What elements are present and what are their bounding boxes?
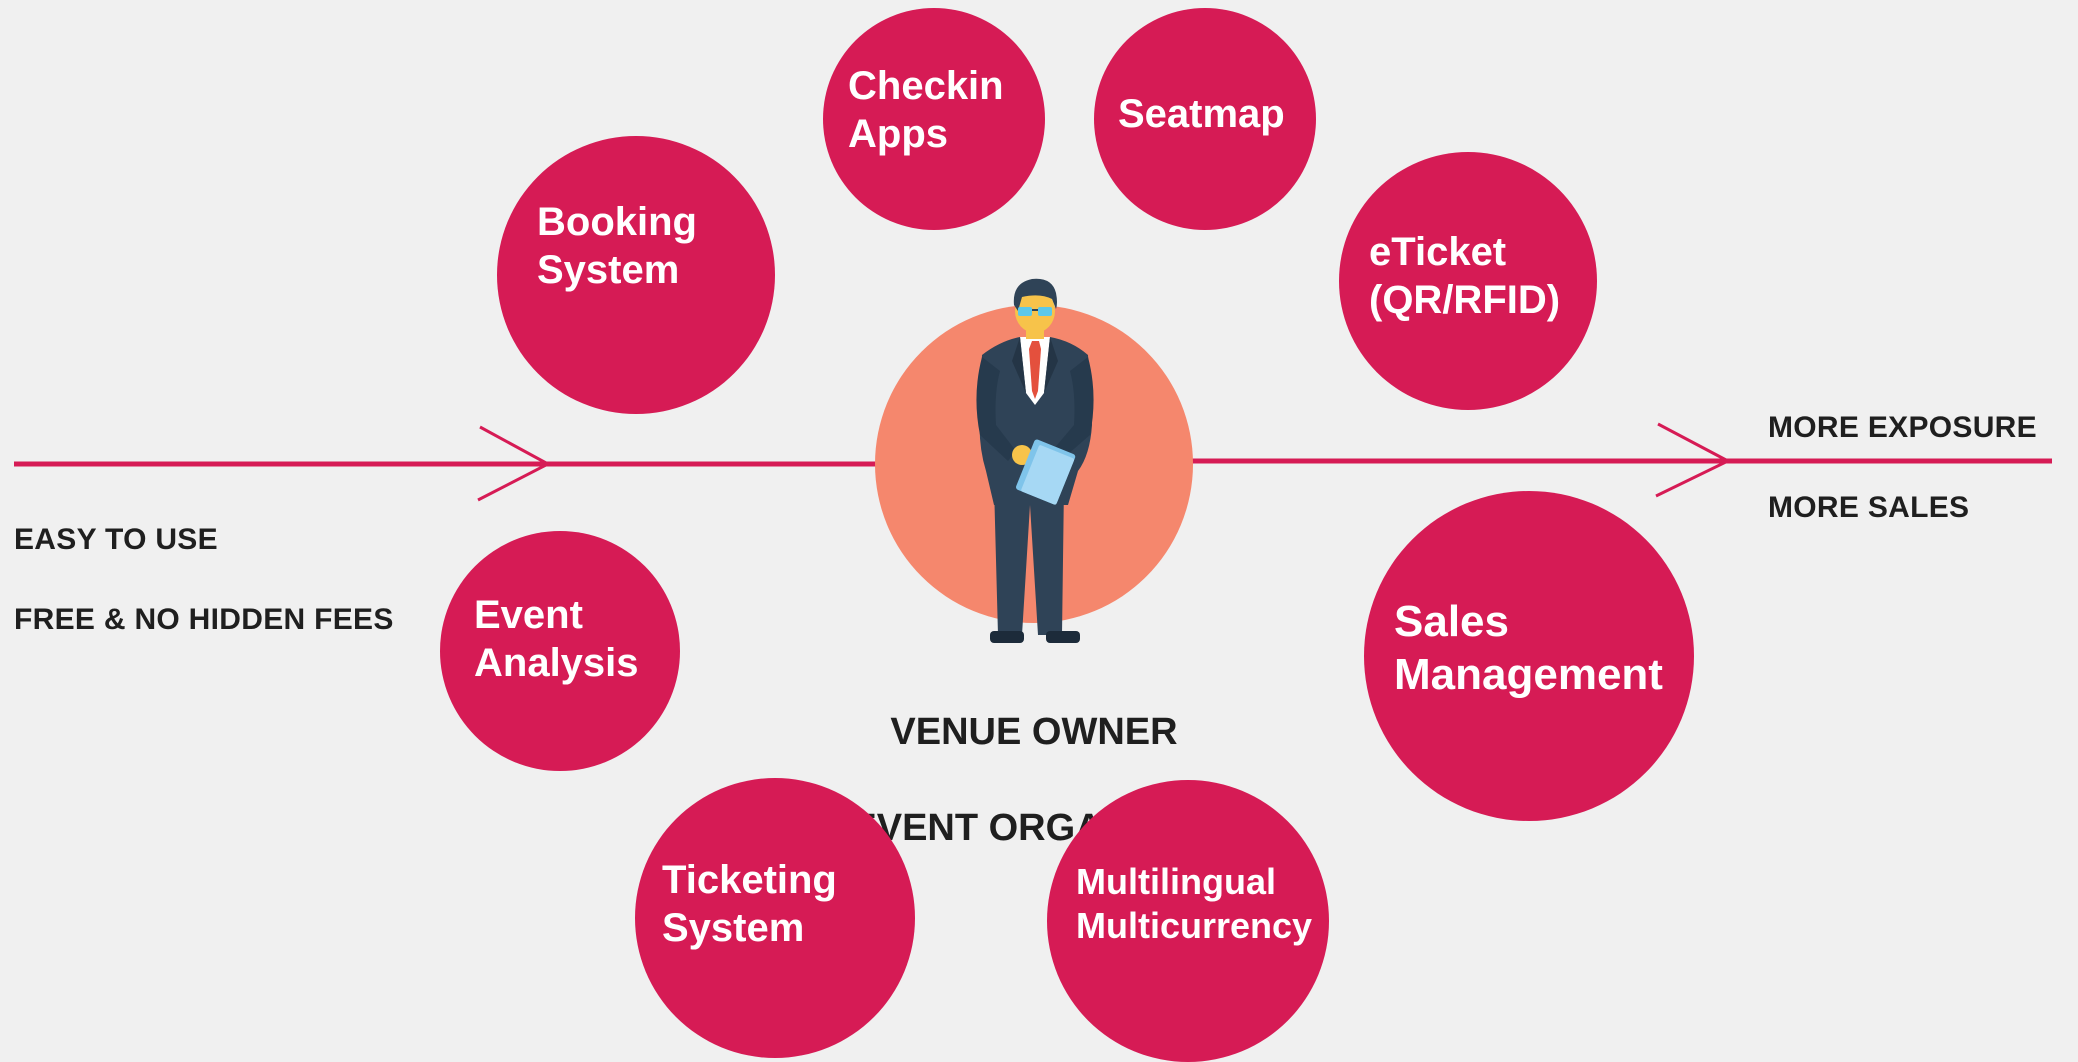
booking-system-bubble: Booking System [497,136,775,414]
eticket-bubble: eTicket (QR/RFID) [1339,152,1597,410]
right-caption-line2: MORE SALES [1768,491,1970,524]
checkin-apps-bubble: Checkin Apps [823,8,1045,230]
multilingual-multicurrency-bubble: Multilingual Multicurrency [1047,780,1329,1062]
sales-management-label: Sales Management [1394,597,1663,699]
left-caption-line2: FREE & NO HIDDEN FEES [14,603,394,636]
eticket-label: eTicket (QR/RFID) [1369,230,1561,322]
ticketing-system-label: Ticketing System [662,858,837,950]
checkin-apps-label: Checkin Apps [848,64,1004,156]
seatmap-label: Seatmap [1118,92,1285,136]
multilingual-multicurrency-label: Multilingual Multicurrency [1076,861,1313,946]
left-caption: EASY TO USE FREE & NO HIDDEN FEES [14,480,394,680]
event-analysis-label: Event Analysis [474,593,639,685]
businessman-icon [976,278,1094,643]
ticketing-system-bubble: Ticketing System [635,778,915,1058]
role-line1: VENUE OWNER [890,711,1178,753]
booking-system-label: Booking System [537,200,697,292]
left-caption-line1: EASY TO USE [14,523,218,556]
right-arrow-icon [1655,422,1732,498]
right-caption-line1: MORE EXPOSURE [1768,411,2037,444]
seatmap-bubble: Seatmap [1094,8,1316,230]
left-arrow-icon [477,425,552,502]
sales-management-bubble: Sales Management [1364,491,1694,821]
event-analysis-bubble: Event Analysis [440,531,680,771]
right-caption: MORE EXPOSURE MORE SALES [1768,368,2037,568]
